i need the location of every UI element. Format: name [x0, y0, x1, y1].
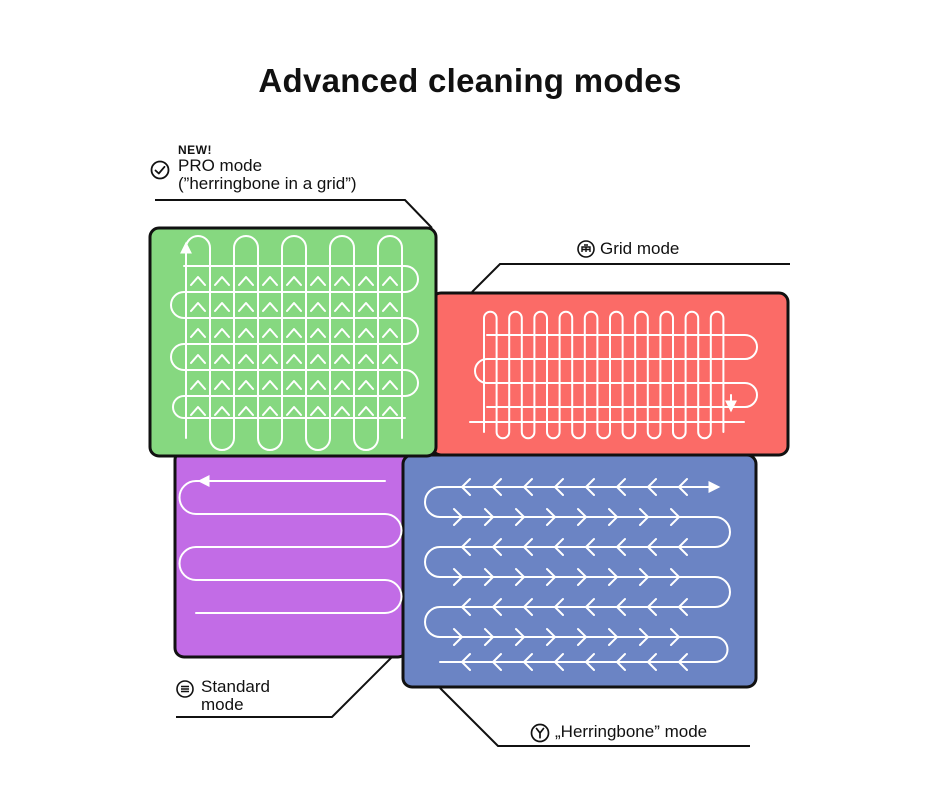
standard-mode-label: Standard mode: [201, 678, 270, 714]
pro-mode-title: PRO mode: [178, 156, 263, 175]
herringbone-leader-line: [439, 687, 750, 747]
pro-chevrons: [190, 276, 398, 416]
pro-mode-label: PRO mode (”herringbone in a grid”): [178, 157, 357, 193]
grid-leader-line: [471, 263, 790, 293]
pro-vertical-pattern: [185, 235, 403, 451]
grid-vertical-pattern: [483, 310, 725, 440]
grid-horizontal-pattern: [474, 334, 758, 408]
pro-horizontal-pattern: [170, 265, 419, 419]
standard-mode-subtitle: mode: [201, 695, 244, 714]
standard-leader-line: [176, 654, 395, 718]
checkmark-circle-icon: [150, 160, 170, 180]
leader-lines: [155, 199, 790, 747]
herringbone-chevrons: [453, 478, 688, 671]
new-badge: NEW!: [178, 143, 212, 157]
herringbone-mode-label: „Herringbone” mode: [555, 722, 708, 741]
pro-mode-subtitle: (”herringbone in a grid”): [178, 174, 357, 193]
pro-mode-panel: [148, 226, 438, 458]
standard-mode-title: Standard: [201, 677, 270, 696]
grid-robot-icon: [577, 240, 595, 258]
herringbone-path-pattern: [424, 486, 731, 663]
page-title: Advanced cleaning modes: [258, 62, 682, 99]
standard-path-pattern: [178, 480, 403, 614]
grid-mode-label: Grid mode: [600, 239, 680, 258]
pro-leader-line: [155, 199, 433, 229]
y-letter-circle-icon: [530, 723, 550, 743]
standard-lines-icon: [176, 680, 194, 698]
